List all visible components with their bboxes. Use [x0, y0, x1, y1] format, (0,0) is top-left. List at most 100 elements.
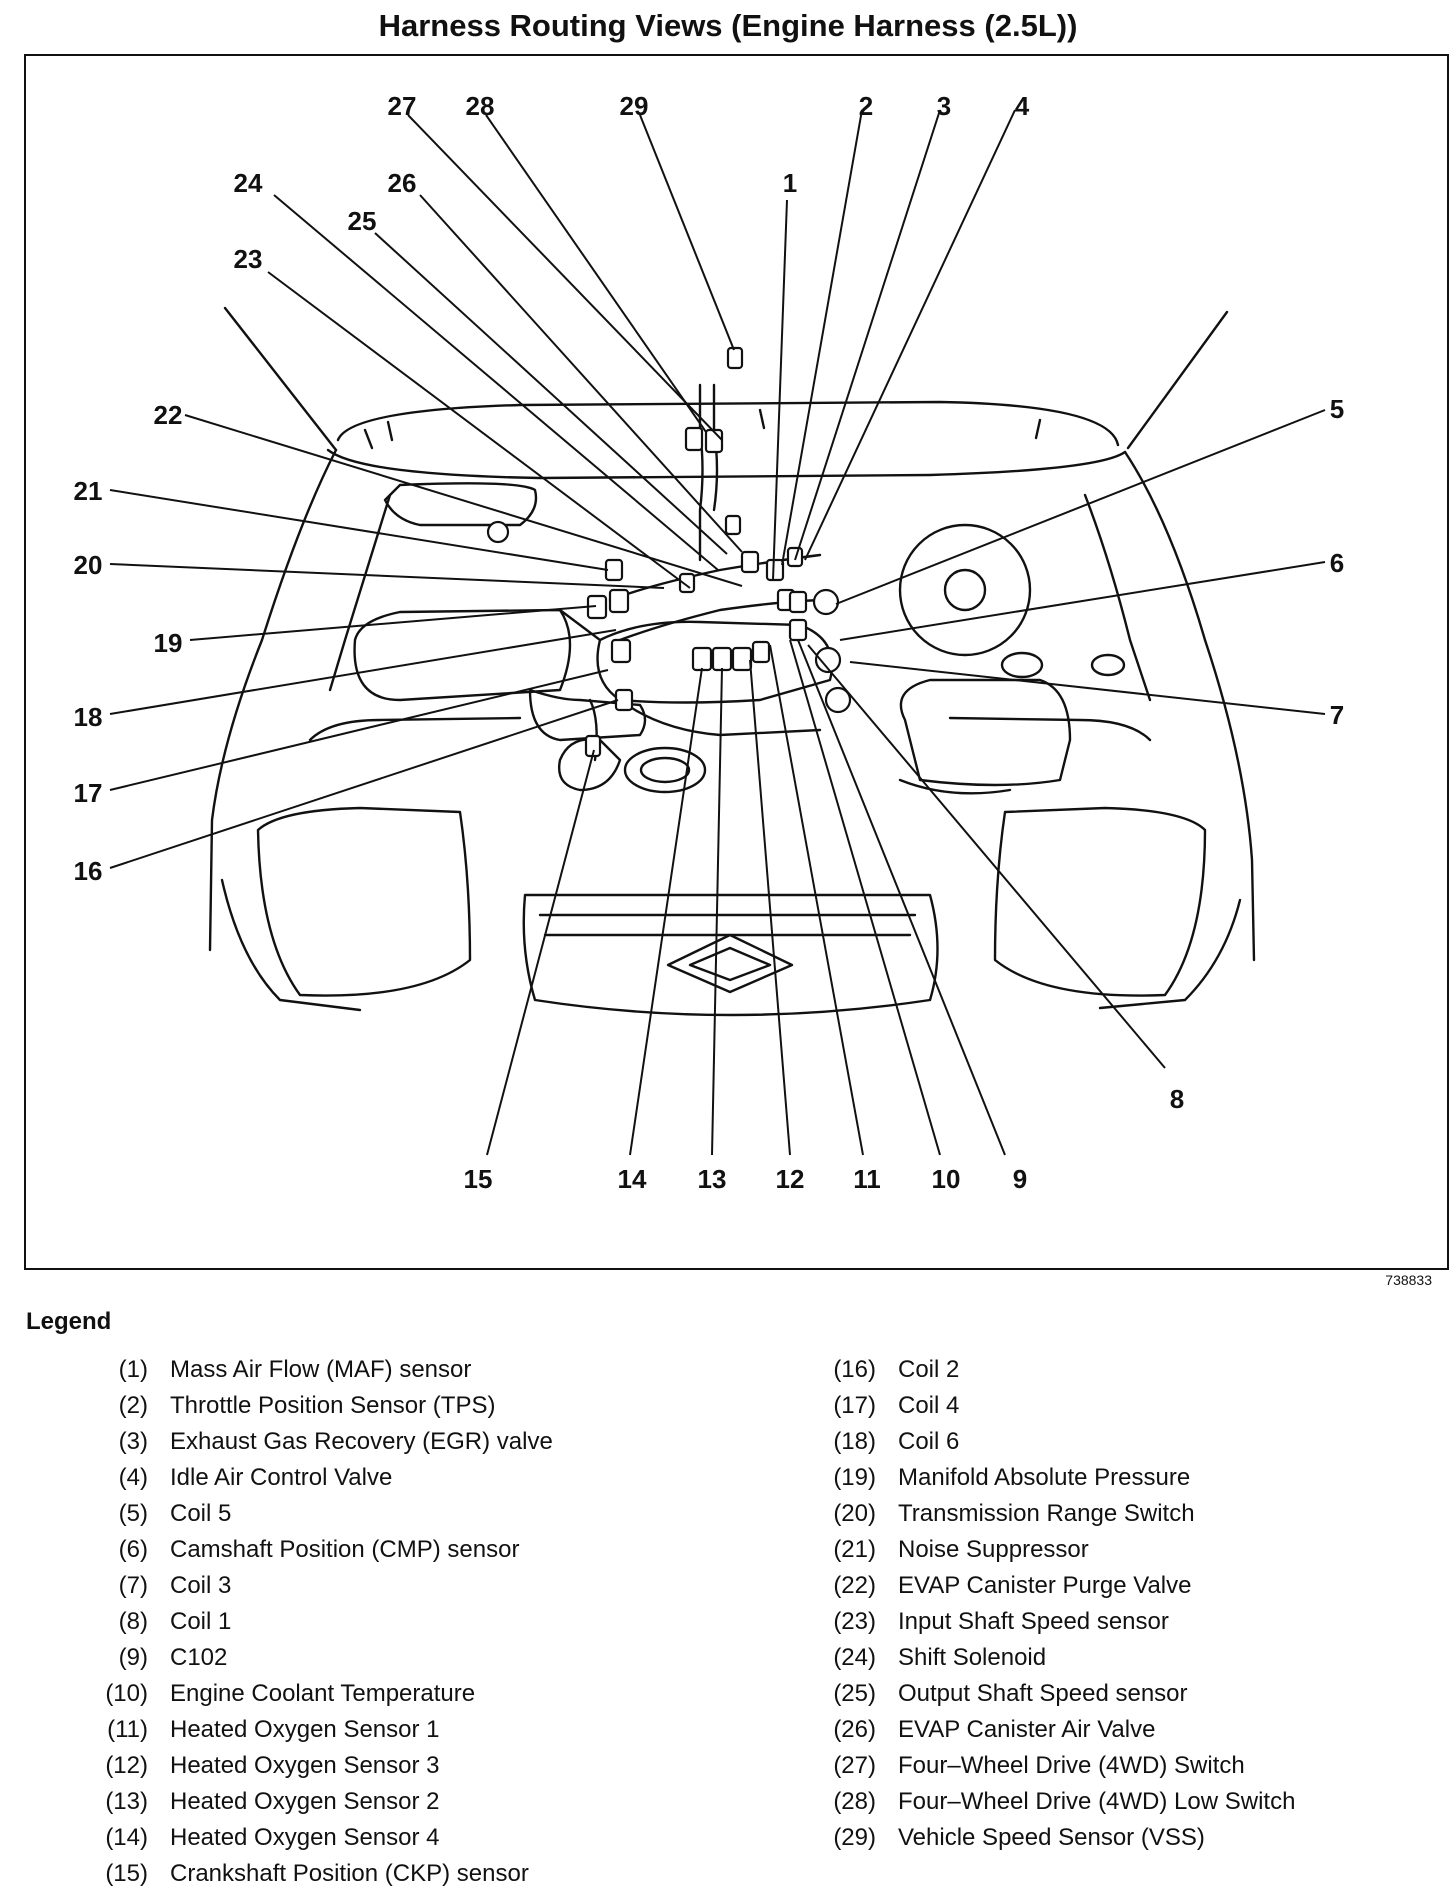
callout-22: 22 [154, 400, 183, 430]
callout-28: 28 [466, 91, 495, 121]
legend-label: Heated Oxygen Sensor 2 [170, 1788, 440, 1815]
callout-15: 15 [464, 1164, 493, 1194]
legend-item: (20) Transmission Range Switch [798, 1496, 1295, 1532]
legend-number: (7) [118, 1572, 148, 1599]
callout-1: 1 [783, 168, 797, 198]
legend-label: Coil 3 [170, 1572, 232, 1599]
legend-item: (27)Four–Wheel Drive (4WD) Switch [798, 1748, 1295, 1784]
legend-item: (6)Camshaft Position (CMP) sensor [60, 1532, 553, 1568]
legend-item: (16)Coil 2 [798, 1352, 1295, 1388]
legend-number: (12) [105, 1752, 148, 1779]
legend-item: (24) Shift Solenoid [798, 1640, 1295, 1676]
legend-label: Heated Oxygen Sensor 3 [170, 1752, 440, 1779]
legend-label: Mass Air Flow (MAF) sensor [170, 1356, 472, 1383]
callout-25: 25 [348, 206, 377, 236]
legend-item: (5) Coil 5 [60, 1496, 553, 1532]
callout-27: 27 [388, 91, 417, 121]
legend-item: (25) Output Shaft Speed sensor [798, 1676, 1295, 1712]
callout-20: 20 [74, 550, 103, 580]
callout-26: 26 [388, 168, 417, 198]
legend-label: Shift Solenoid [898, 1644, 1047, 1671]
legend-number: (13) [105, 1788, 148, 1815]
legend-label: Coil 5 [170, 1500, 232, 1527]
callout-7: 7 [1330, 700, 1344, 730]
legend-label: Input Shaft Speed sensor [898, 1608, 1169, 1635]
callout-4: 4 [1015, 91, 1030, 121]
legend-item: (8) Coil 1 [60, 1604, 553, 1640]
callout-6: 6 [1330, 548, 1344, 578]
legend-number: (28) [833, 1788, 876, 1815]
legend-number: (1) [118, 1356, 148, 1383]
legend-number: (25) [833, 1680, 876, 1707]
legend-item: (28) Four–Wheel Drive (4WD) Low Switch [798, 1784, 1295, 1820]
legend-number: (11) [107, 1716, 148, 1743]
legend-item: (18)Coil 6 [798, 1424, 1295, 1460]
legend-label: Coil 4 [898, 1392, 960, 1419]
legend-number: (23) [833, 1608, 876, 1635]
legend-label: Vehicle Speed Sensor (VSS) [898, 1824, 1205, 1851]
legend-number: (15) [105, 1860, 148, 1887]
legend-label: Camshaft Position (CMP) sensor [170, 1536, 520, 1563]
legend-column-left: (1) Mass Air Flow (MAF) sensor (2)Throttl… [60, 1352, 553, 1892]
legend-label: Transmission Range Switch [898, 1500, 1195, 1527]
callout-19: 19 [154, 628, 183, 658]
legend-item: (4) Idle Air Control Valve [60, 1460, 553, 1496]
callout-10: 10 [932, 1164, 961, 1194]
legend-number: (9) [118, 1644, 148, 1671]
legend-item: (17)Coil 4 [798, 1388, 1295, 1424]
legend-number: (21) [833, 1536, 876, 1563]
legend-item: (19)Manifold Absolute Pressure [798, 1460, 1295, 1496]
legend-label: Engine Coolant Temperature [170, 1680, 476, 1707]
legend-label: Coil 1 [170, 1608, 232, 1635]
legend-number: (10) [105, 1680, 148, 1707]
callout-3: 3 [937, 91, 951, 121]
legend-number: (20) [833, 1500, 876, 1527]
legend-item: (12) Heated Oxygen Sensor 3 [60, 1748, 553, 1784]
callout-leader-lines [109, 109, 1326, 1156]
callout-12: 12 [776, 1164, 805, 1194]
legend-label: Manifold Absolute Pressure [898, 1464, 1191, 1491]
legend-item: (11) Heated Oxygen Sensor 1 [60, 1712, 553, 1748]
callout-23: 23 [234, 244, 263, 274]
legend-item: (13) Heated Oxygen Sensor 2 [60, 1784, 553, 1820]
legend-number: (22) [833, 1572, 876, 1599]
legend-column-right: (16)Coil 2 (17)Coil 4 (18)Coil 6 (19)Man… [798, 1352, 1295, 1856]
callout-18: 18 [74, 702, 103, 732]
legend-label: Crankshaft Position (CKP) sensor [170, 1860, 529, 1887]
callout-labels: 1 2 3 4 5 6 7 8 9 10 11 12 13 14 15 16 1… [74, 91, 1345, 1194]
legend-number: (24) [833, 1644, 876, 1671]
callout-24: 24 [234, 168, 263, 198]
legend-label: EVAP Canister Purge Valve [898, 1572, 1192, 1599]
legend-number: (4) [118, 1464, 148, 1491]
diagram-frame [24, 54, 1449, 1270]
legend-item: (14)Heated Oxygen Sensor 4 [60, 1820, 553, 1856]
callout-9: 9 [1013, 1164, 1027, 1194]
callout-21: 21 [74, 476, 103, 506]
legend-label: Four–Wheel Drive (4WD) Low Switch [898, 1788, 1296, 1815]
legend-label: Coil 6 [898, 1428, 960, 1455]
legend-number: (14) [105, 1824, 148, 1851]
legend-item: (15) Crankshaft Position (CKP) sensor [60, 1856, 553, 1892]
legend-item: (2)Throttle Position Sensor (TPS) [60, 1388, 553, 1424]
legend-number: (29) [833, 1824, 876, 1851]
legend-label: Heated Oxygen Sensor 1 [170, 1716, 440, 1743]
callout-8: 8 [1170, 1084, 1184, 1114]
legend-item: (23) Input Shaft Speed sensor [798, 1604, 1295, 1640]
callout-5: 5 [1330, 394, 1344, 424]
figure-id: 738833 [1385, 1272, 1432, 1288]
harness-connectors [486, 346, 852, 758]
legend-number: (8) [118, 1608, 148, 1635]
legend-item: (26)EVAP Canister Air Valve [798, 1712, 1295, 1748]
legend-label: Noise Suppressor [898, 1536, 1089, 1563]
legend-label: EVAP Canister Air Valve [898, 1716, 1156, 1743]
callout-13: 13 [698, 1164, 727, 1194]
legend-label: Idle Air Control Valve [170, 1464, 393, 1491]
legend-number: (5) [118, 1500, 148, 1527]
legend-label: Output Shaft Speed sensor [898, 1680, 1188, 1707]
callout-17: 17 [74, 778, 103, 808]
legend-label: C102 [170, 1644, 228, 1671]
legend-item: (3)Exhaust Gas Recovery (EGR) valve [60, 1424, 553, 1460]
legend-item: (21) Noise Suppressor [798, 1532, 1295, 1568]
legend-number: (27) [833, 1752, 876, 1779]
